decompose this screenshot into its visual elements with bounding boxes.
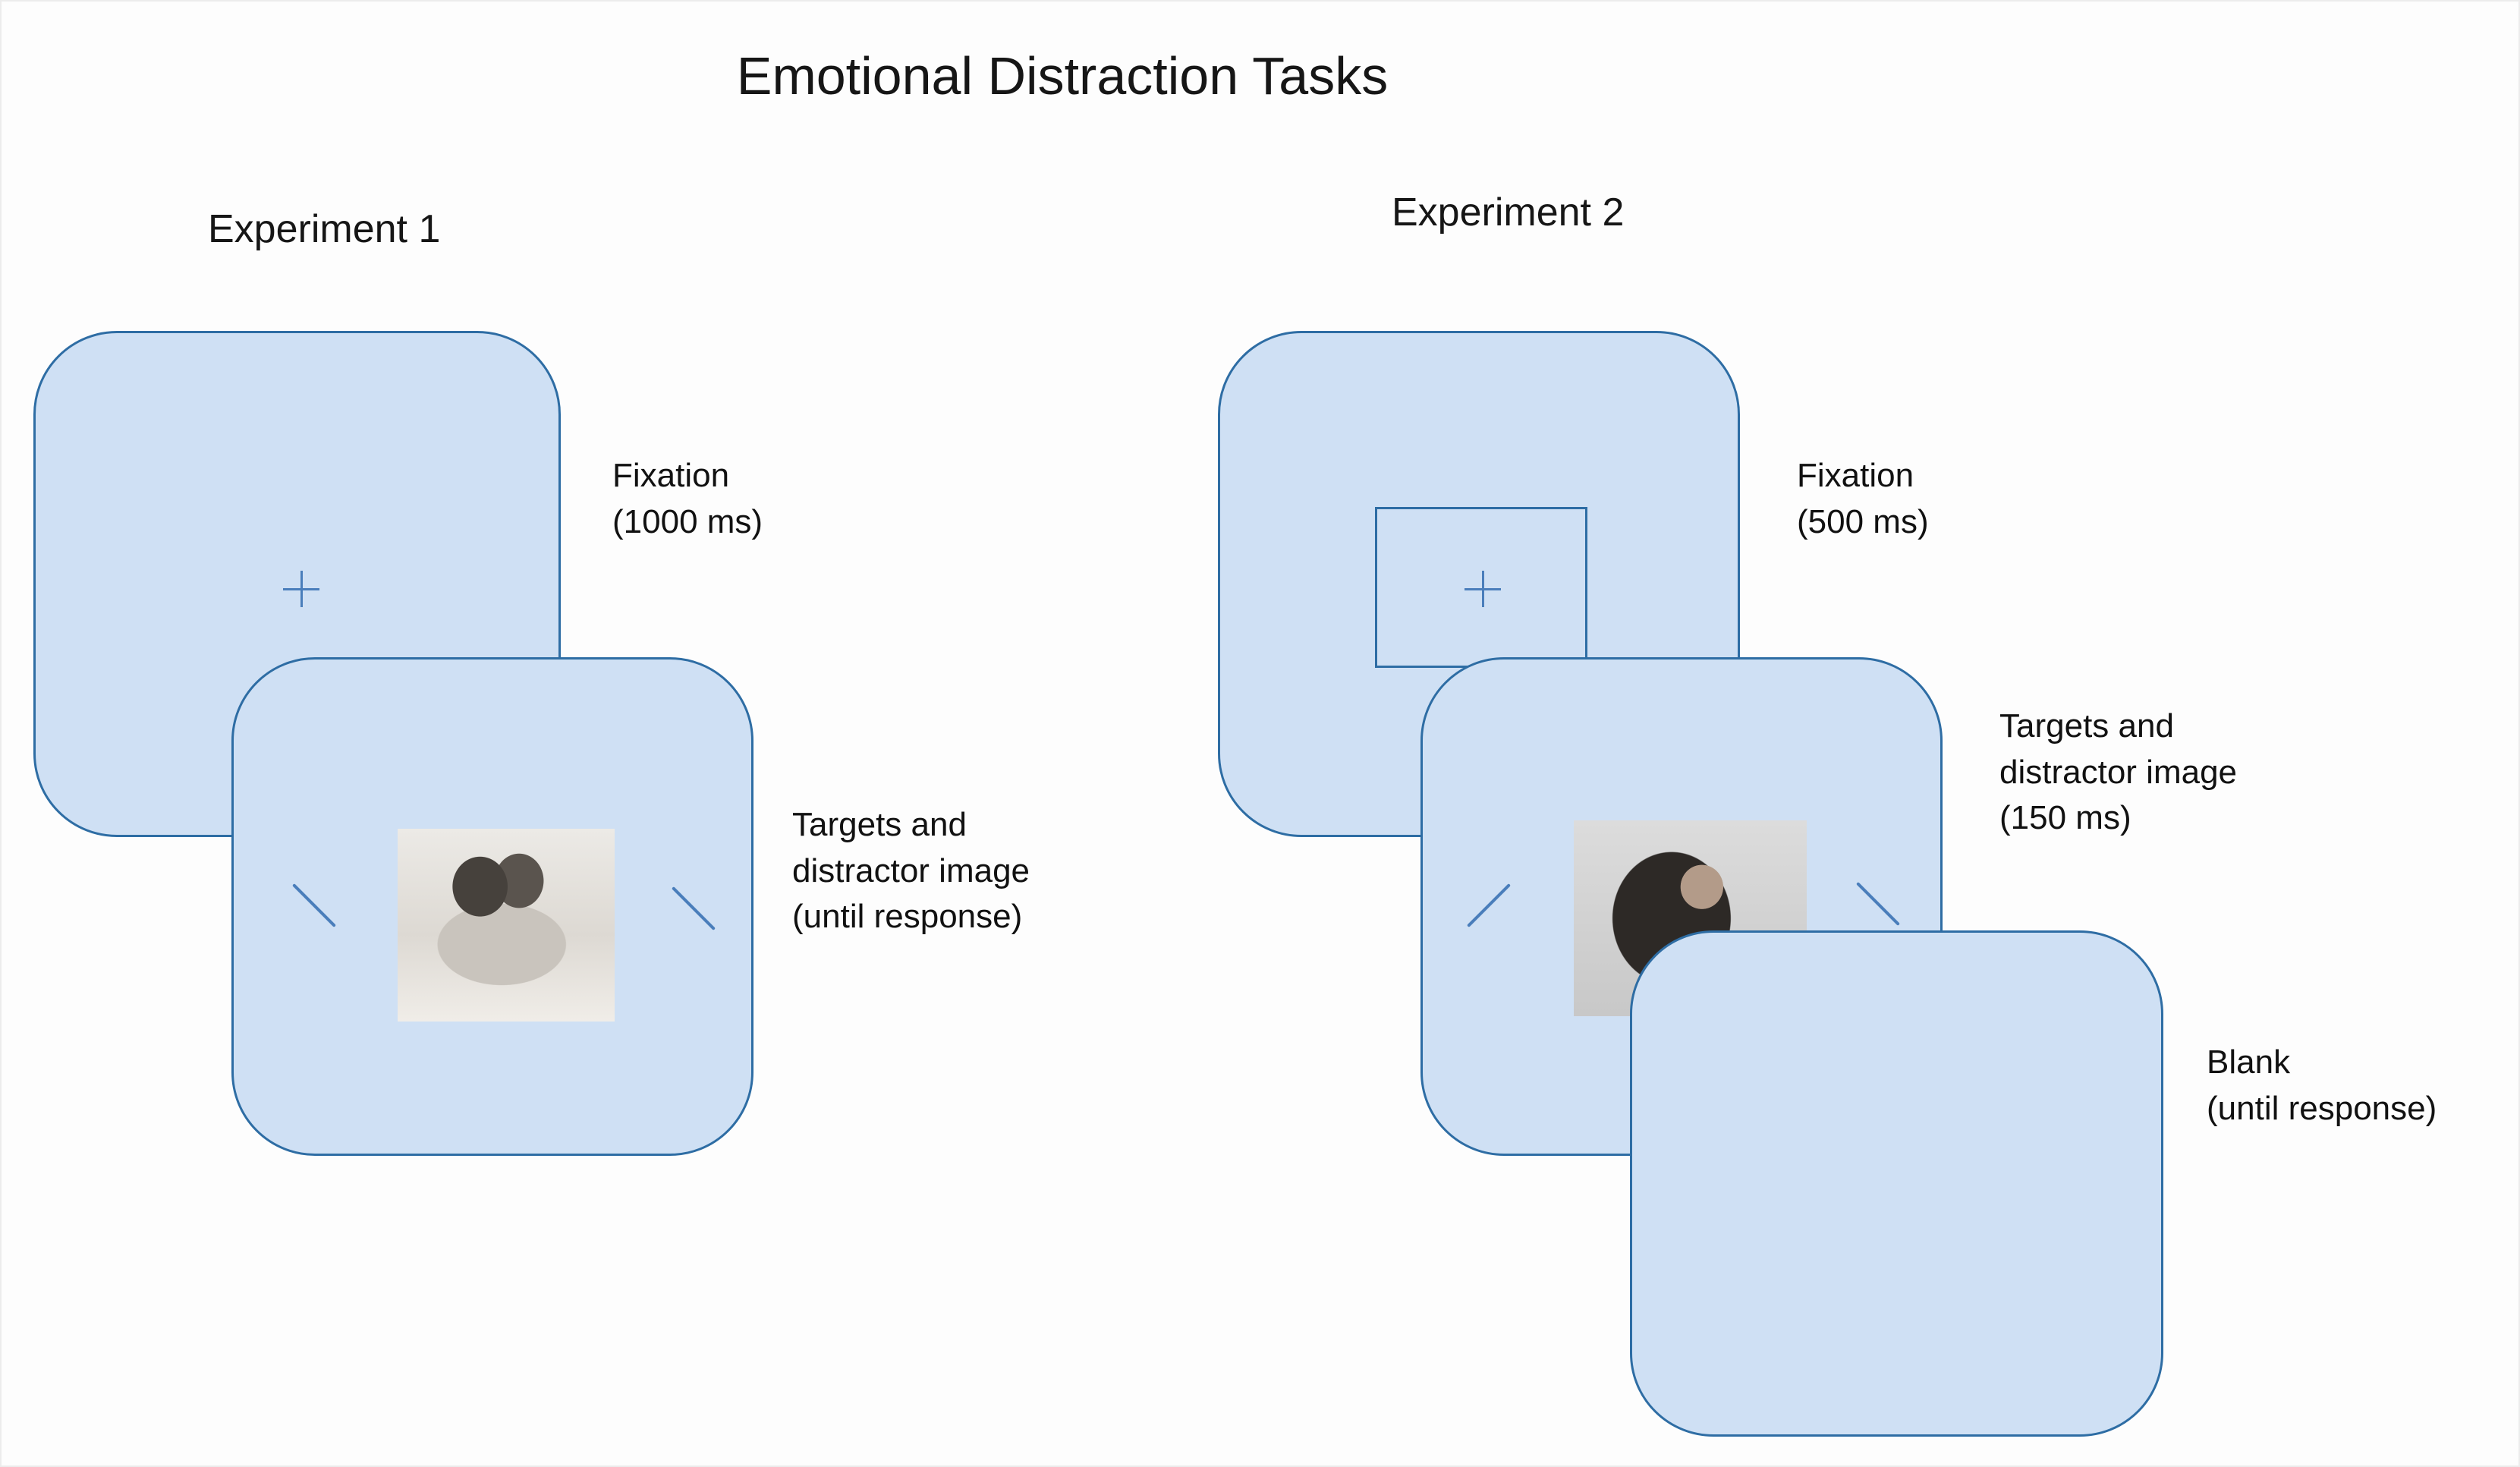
fixation-cross-icon <box>1464 571 1501 607</box>
right-tilted-target-line-icon <box>1856 882 1900 926</box>
exp2-blank-label: Blank (until response) <box>2207 1040 2437 1132</box>
left-tilted-target-line-icon <box>292 883 336 927</box>
cross-vertical-bar <box>300 571 303 607</box>
experiment-2-heading: Experiment 2 <box>1392 190 1625 235</box>
fixation-cross-icon <box>283 571 319 607</box>
label-line: (until response) <box>792 898 1023 936</box>
figure-title: Emotional Distraction Tasks <box>736 46 1389 105</box>
exp1-target-label: Targets and distractor image (until resp… <box>792 802 1030 940</box>
label-line: (500 ms) <box>1797 502 1929 540</box>
label-line: Targets and <box>792 806 967 843</box>
exp1-distractor-photo <box>398 829 615 1022</box>
label-line: (150 ms) <box>1999 799 2131 837</box>
left-tilted-target-line-icon <box>1467 883 1511 927</box>
label-line: Targets and <box>1999 707 2174 745</box>
label-line: (1000 ms) <box>612 502 763 540</box>
cross-vertical-bar <box>1481 571 1484 607</box>
label-line: (until response) <box>2207 1089 2437 1127</box>
label-line: Fixation <box>1797 457 1914 494</box>
exp2-blank-screen <box>1630 930 2163 1437</box>
exp2-target-label: Targets and distractor image (150 ms) <box>1999 704 2237 842</box>
experiment-1-heading: Experiment 1 <box>208 207 441 251</box>
label-line: Blank <box>2207 1044 2291 1081</box>
exp1-target-screen <box>231 657 753 1156</box>
exp1-fixation-label: Fixation (1000 ms) <box>612 453 763 545</box>
right-tilted-target-line-icon <box>672 886 716 930</box>
exp2-fixation-label: Fixation (500 ms) <box>1797 453 1929 545</box>
label-line: Fixation <box>612 457 730 494</box>
label-line: distractor image <box>1999 753 2238 791</box>
label-line: distractor image <box>792 852 1030 889</box>
